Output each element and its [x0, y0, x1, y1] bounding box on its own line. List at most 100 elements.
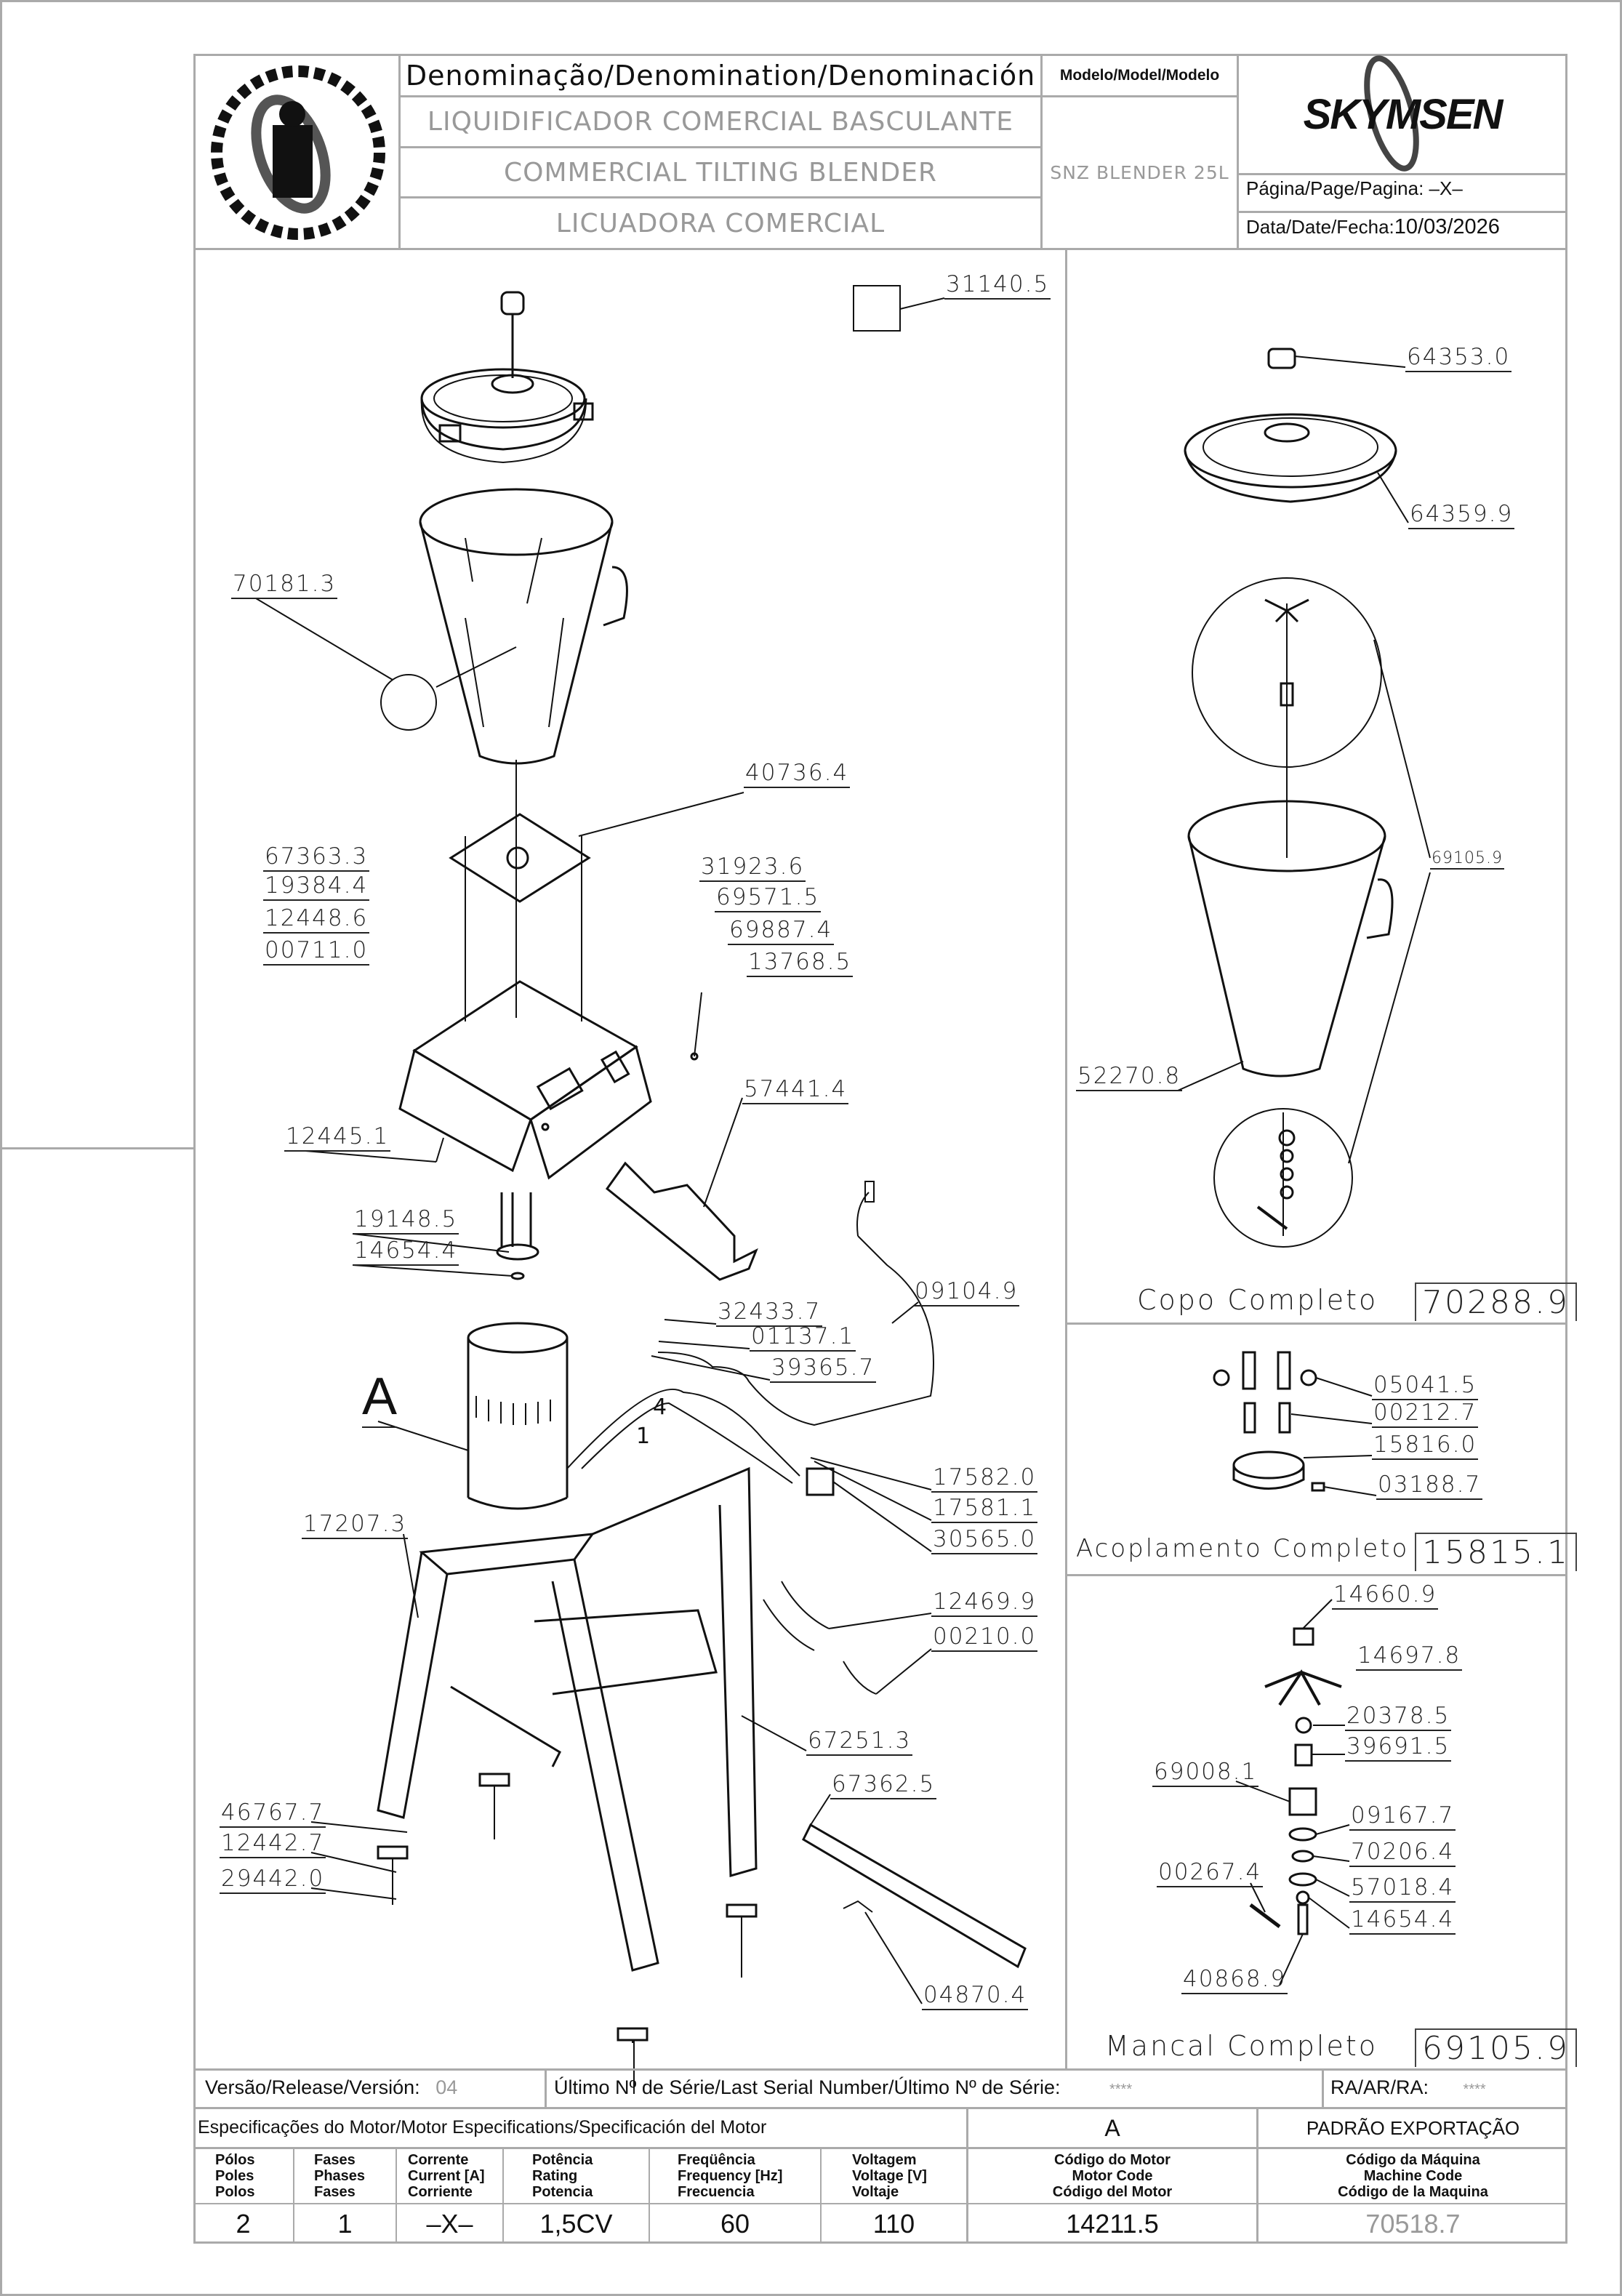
divider — [193, 2068, 1567, 2071]
divider — [1040, 54, 1043, 249]
model-title: Modelo/Model/Modelo — [1059, 66, 1220, 84]
part-label: 69008.1 — [1152, 1759, 1259, 1787]
part-label: 12445.1 — [284, 1123, 391, 1152]
divider — [545, 2068, 547, 2107]
part-31140-box — [853, 285, 901, 332]
divider — [1256, 2107, 1258, 2244]
part-label: 67362.5 — [830, 1771, 937, 1799]
ra-label: RA/AR/RA: — [1330, 2076, 1429, 2098]
product-name-pt: LIQUIDIFICADOR COMERCIAL BASCULANTE — [427, 107, 1014, 137]
model-value: SNZ BLENDER 25L — [1050, 162, 1229, 183]
divider — [398, 146, 1040, 148]
header-line: Fases — [314, 2184, 356, 2200]
part-label: 69571.5 — [715, 884, 822, 912]
part-label: 14654.4 — [353, 1237, 459, 1266]
divider — [966, 2107, 968, 2244]
part-label: 31923.6 — [699, 854, 806, 882]
drawing-frame — [193, 54, 1567, 2244]
part-label: 67251.3 — [806, 1727, 913, 1756]
bearing-assembly-drawing — [1235, 1599, 1350, 1986]
divider — [649, 2147, 650, 2244]
brand-logo: SKYMSEN — [1239, 55, 1566, 173]
part-label: 39365.7 — [770, 1354, 877, 1383]
divider — [820, 2147, 822, 2244]
motor-spec-title: Especificações do Motor/Motor Especifica… — [198, 2117, 767, 2138]
part-label: 39691.5 — [1345, 1733, 1452, 1762]
part-label: 32433.7 — [716, 1298, 823, 1327]
part-label: 40736.4 — [744, 760, 851, 788]
divider — [1065, 1574, 1567, 1576]
wire-number: 4 — [653, 1394, 668, 1420]
divider — [193, 2147, 1567, 2149]
base-drawing — [305, 792, 744, 1180]
part-label: 17581.1 — [931, 1495, 1038, 1523]
part-label: 17582.0 — [931, 1464, 1038, 1493]
header-line: Potencia — [532, 2184, 593, 2200]
motor-coupling-drawing — [352, 1192, 539, 1280]
header-line: Potência — [532, 2152, 593, 2168]
coupling-assembly-drawing — [1213, 1351, 1377, 1496]
divider — [193, 2203, 1567, 2204]
header-line: Corrente — [408, 2152, 469, 2168]
serial-label: Último Nº de Série/Last Serial Number/Úl… — [554, 2076, 1061, 2098]
header-line: Machine Code — [1363, 2168, 1463, 2184]
divider — [1322, 2068, 1324, 2107]
part-label: 00711.0 — [263, 937, 370, 966]
divider — [396, 2147, 397, 2244]
header-line: Corriente — [408, 2184, 473, 2200]
part-label: 13768.5 — [747, 949, 854, 977]
header-line: Código del Motor — [1052, 2184, 1173, 2200]
header-line: Phases — [314, 2168, 366, 2184]
part-label: 67363.3 — [263, 843, 370, 872]
divider — [398, 196, 1040, 198]
date-value: 10/03/2026 — [1394, 215, 1500, 238]
coupling-assembly-code: 15815.1 — [1415, 1533, 1577, 1571]
motor-marker: A — [362, 1367, 398, 1428]
part-label: 00210.0 — [931, 1623, 1038, 1652]
part-label: 01137.1 — [750, 1323, 856, 1352]
header-line: Freqüência — [678, 2152, 755, 2168]
part-label: 64353.0 — [1405, 344, 1512, 372]
motor-ref: A — [1104, 2114, 1120, 2141]
motor-drawing — [377, 1322, 569, 1510]
part-label: 00267.4 — [1157, 1859, 1264, 1887]
date-row: Data/Date/Fecha:10/03/2026 — [1246, 215, 1500, 239]
divider — [1065, 1322, 1567, 1325]
part-label: 17207.3 — [302, 1511, 409, 1539]
export-standard: PADRÃO EXPORTAÇÃO — [1306, 2116, 1520, 2139]
header-line: Current [A] — [408, 2168, 485, 2184]
header-line: Frecuencia — [678, 2184, 755, 2200]
ra-row: RA/AR/RA: **** — [1330, 2076, 1486, 2099]
spec-value-current: –X– — [426, 2209, 473, 2239]
part-label: 29442.0 — [220, 1866, 326, 1894]
header-line: Motor Code — [1072, 2168, 1153, 2184]
bearing-assembly-title: Mancal Completo — [1105, 2030, 1378, 2062]
part-label: 12448.6 — [263, 905, 370, 934]
bearing-assembly-code: 69105.9 — [1415, 2028, 1577, 2067]
part-label: 15816.0 — [1372, 1432, 1479, 1460]
spec-value-poles: 2 — [236, 2209, 251, 2239]
part-label: 19148.5 — [353, 1206, 459, 1235]
part-label: 19384.4 — [263, 872, 370, 901]
cup-assembly-code: 70288.9 — [1415, 1283, 1577, 1321]
spec-value-voltage: 110 — [872, 2209, 915, 2239]
page-value: –X– — [1429, 177, 1463, 199]
divider — [1237, 54, 1239, 249]
part-label: 69105.9 — [1430, 849, 1504, 870]
part-label: 70181.3 — [231, 571, 338, 599]
divider — [1237, 211, 1567, 213]
header-line: Frequency [Hz] — [678, 2168, 783, 2184]
product-name-en: COMMERCIAL TILTING BLENDER — [504, 157, 937, 188]
serial-row: Último Nº de Série/Last Serial Number/Úl… — [554, 2076, 1132, 2099]
divider — [398, 54, 401, 249]
part-label: 20378.5 — [1345, 1703, 1452, 1731]
wiring-drawing — [566, 1181, 934, 1695]
spec-value-motor-code: 14211.5 — [1066, 2209, 1159, 2239]
part-label: 70206.4 — [1349, 1839, 1456, 1867]
release-row: Versão/Release/Versión: 04 — [205, 2076, 457, 2099]
lid-drawing — [420, 291, 594, 464]
